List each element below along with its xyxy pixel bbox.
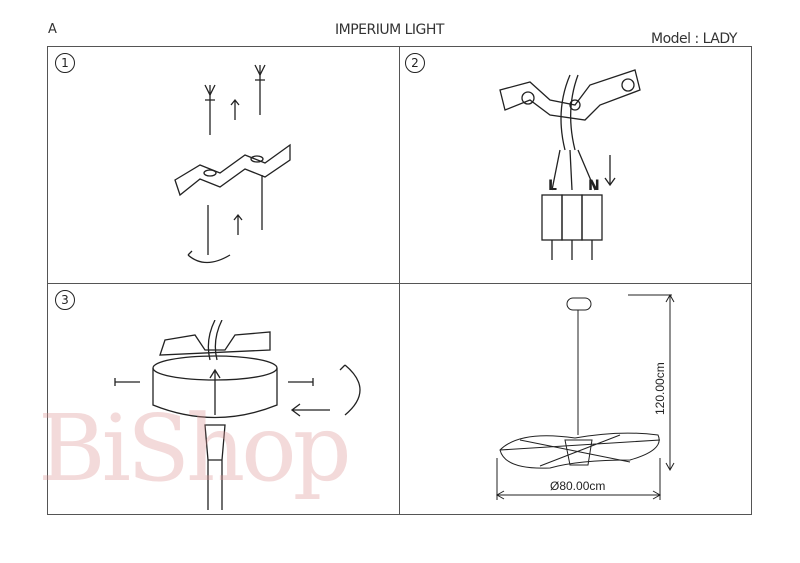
brand-title: IMPERIUM LIGHT <box>335 22 445 38</box>
height-dimension-label: 120.00cm <box>653 362 667 415</box>
corner-label: A <box>48 22 57 37</box>
step-2-number: 2 <box>405 53 425 73</box>
step-1-number: 1 <box>55 53 75 73</box>
model-label: Model : LADY <box>651 31 737 47</box>
instruction-grid <box>47 46 752 515</box>
step-1-bracket-mounting-illustration <box>174 64 291 264</box>
diameter-dimension-label: Ø80.00cm <box>550 479 605 493</box>
step-3-canopy-illustration <box>114 320 361 510</box>
step-3-number: 3 <box>55 290 75 310</box>
lamp-dimension-drawing: 120.00cm Ø80.00cm <box>495 293 675 500</box>
terminal-l-label: L <box>548 178 557 194</box>
terminal-n-label: N <box>588 178 600 194</box>
step-2-wiring-illustration: L N <box>499 69 641 260</box>
watermark: BiShop <box>38 395 352 502</box>
